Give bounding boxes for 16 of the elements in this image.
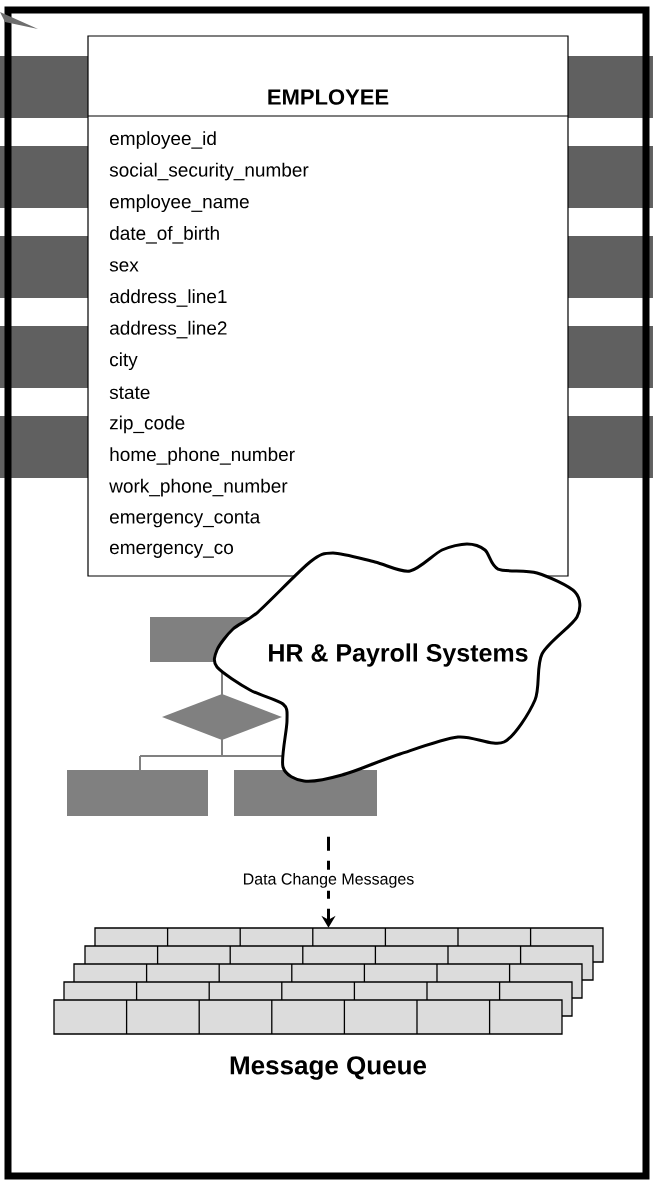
attribute-name: address_line2: [110, 320, 227, 339]
attribute-name: work_phone_number: [109, 478, 288, 497]
attribute-name: zip_code: [109, 415, 185, 434]
attribute-name: social_security_number: [109, 162, 309, 181]
edge-label: Data Change Messages: [239, 869, 418, 891]
attribute-name: home_phone_number: [110, 447, 295, 465]
attribute-name: employee_name: [110, 194, 249, 213]
attribute-name: date_of_birth: [110, 226, 219, 244]
queue-label: Message Queue: [230, 1056, 427, 1080]
attribute-name: state: [109, 386, 150, 400]
entity-name: EMPLOYEE: [268, 89, 389, 105]
attribute-name: sex: [109, 261, 139, 272]
attribute-name: employee_id: [110, 131, 216, 149]
attribute-name: emergency_conta: [110, 511, 261, 528]
attribute-name: address_line1: [110, 289, 227, 307]
attribute-name: city: [110, 352, 138, 371]
